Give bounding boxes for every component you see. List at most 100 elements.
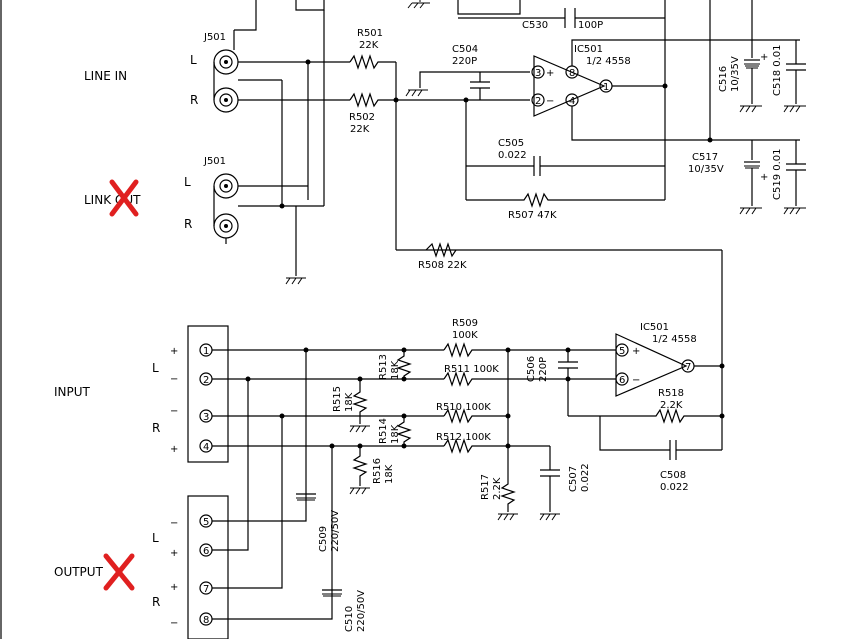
ic501-bottom-opamp <box>615 333 688 397</box>
l-link-label: L <box>184 175 191 189</box>
pin-sign: − <box>546 96 554 107</box>
r514-resistor <box>396 416 412 446</box>
input-connector <box>187 325 229 463</box>
r509-label: R509 <box>452 318 478 329</box>
junction <box>505 413 511 419</box>
output-label: OUTPUT <box>54 565 104 579</box>
r518-resistor <box>600 408 722 424</box>
ic501-bottom-label: IC501 <box>640 322 669 333</box>
ic501-top-opamp <box>533 55 606 117</box>
input-pin-number: 4 <box>203 442 209 453</box>
pin-number: 7 <box>685 362 691 373</box>
pin-number: 6 <box>619 375 625 386</box>
link-out-removed-x-icon <box>109 179 139 217</box>
output-pin-sign: − <box>170 618 178 629</box>
input-pin-number: 1 <box>203 346 209 357</box>
pin-number: 5 <box>619 346 625 357</box>
r516-resistor <box>352 446 368 486</box>
ic501-bottom-part: 1/2 4558 <box>652 334 697 345</box>
c506-value: 220P <box>538 357 549 382</box>
c517-label: C517 <box>692 152 718 163</box>
junction <box>305 59 311 65</box>
ic501-top-part: 1/2 4558 <box>586 56 631 67</box>
junction <box>719 363 725 369</box>
link-out-label: LINK OUT <box>84 193 141 207</box>
pin-number: 4 <box>569 96 575 107</box>
rca-jack-r-top <box>213 87 239 113</box>
junction <box>279 203 285 209</box>
c510-value: 220/50V <box>356 590 367 632</box>
r516-value: 18K <box>384 464 395 484</box>
pin-sign: − <box>632 375 640 386</box>
c508-value: 0.022 <box>660 482 689 493</box>
ground-symbol <box>349 425 370 433</box>
wire <box>212 350 307 522</box>
r502-label: R502 <box>349 112 375 123</box>
l-output-label: L <box>152 531 159 545</box>
output-removed-x-icon <box>103 553 135 591</box>
junction <box>401 347 407 353</box>
c505-value: 0.022 <box>498 150 527 161</box>
input-pin-sign: + <box>170 346 178 357</box>
c530-value: 100P <box>578 20 603 31</box>
output-connector <box>187 495 229 639</box>
r509-value: 100K <box>452 330 478 341</box>
r502-resistor <box>349 92 396 108</box>
pin-number: 3 <box>535 68 541 79</box>
c509-capacitor <box>296 493 316 501</box>
wire <box>571 39 800 66</box>
r517-value: 2.2K <box>492 477 503 500</box>
c518-label: C518 0.01 <box>772 44 783 96</box>
pin-sign: + <box>546 68 554 79</box>
r510-label: R510 100K <box>436 402 491 413</box>
r-input-label: R <box>152 421 160 435</box>
ground-symbol <box>739 105 762 113</box>
junction <box>463 97 469 103</box>
ground-symbol <box>497 513 518 521</box>
r-link-label: R <box>184 217 192 231</box>
r514-label: R514 <box>378 418 389 444</box>
rca-jack-l-top <box>213 49 239 75</box>
r511-label: R511 100K <box>444 364 499 375</box>
wire <box>599 416 670 451</box>
r512-label: R512 100K <box>436 432 491 443</box>
wire <box>212 416 283 589</box>
junction <box>401 376 407 382</box>
output-pin-number: 8 <box>203 615 209 626</box>
wire <box>419 71 530 88</box>
c510-capacitor <box>322 589 342 597</box>
output-pin-sign: + <box>170 548 178 559</box>
ground-symbol <box>285 277 306 285</box>
junction <box>357 376 363 382</box>
junction <box>393 97 399 103</box>
c517-value: 10/35V <box>688 164 724 175</box>
ground-symbol <box>405 89 428 97</box>
c516-plus-sign: + <box>760 52 768 63</box>
r508-label: R508 22K <box>418 260 467 271</box>
r508-resistor <box>425 242 457 258</box>
pin-number: 2 <box>535 96 541 107</box>
pin-circle <box>615 372 629 386</box>
c530-label: C530 <box>522 20 548 31</box>
input-pin-sign: − <box>170 406 178 417</box>
junction <box>357 443 363 449</box>
c516-value: 10/35V <box>730 56 741 92</box>
c507-value: 0.022 <box>580 463 591 492</box>
c509-label: C509 <box>318 526 329 552</box>
r507-label: R507 47K <box>508 210 557 221</box>
l-label: L <box>190 53 197 67</box>
r507-resistor <box>466 192 665 208</box>
ground-symbol <box>783 207 806 215</box>
wire <box>295 0 325 11</box>
junction <box>707 137 713 143</box>
r518-label: R518 <box>658 388 684 399</box>
c504-value: 220P <box>452 56 477 67</box>
r517-label: R517 <box>480 474 491 500</box>
c506-label: C506 <box>526 356 537 382</box>
output-pin-sign: − <box>170 518 178 529</box>
r509-resistor <box>443 342 616 358</box>
c517-capacitor <box>744 161 760 169</box>
l-input-label: L <box>152 361 159 375</box>
rca-jack-r-link <box>213 213 239 239</box>
